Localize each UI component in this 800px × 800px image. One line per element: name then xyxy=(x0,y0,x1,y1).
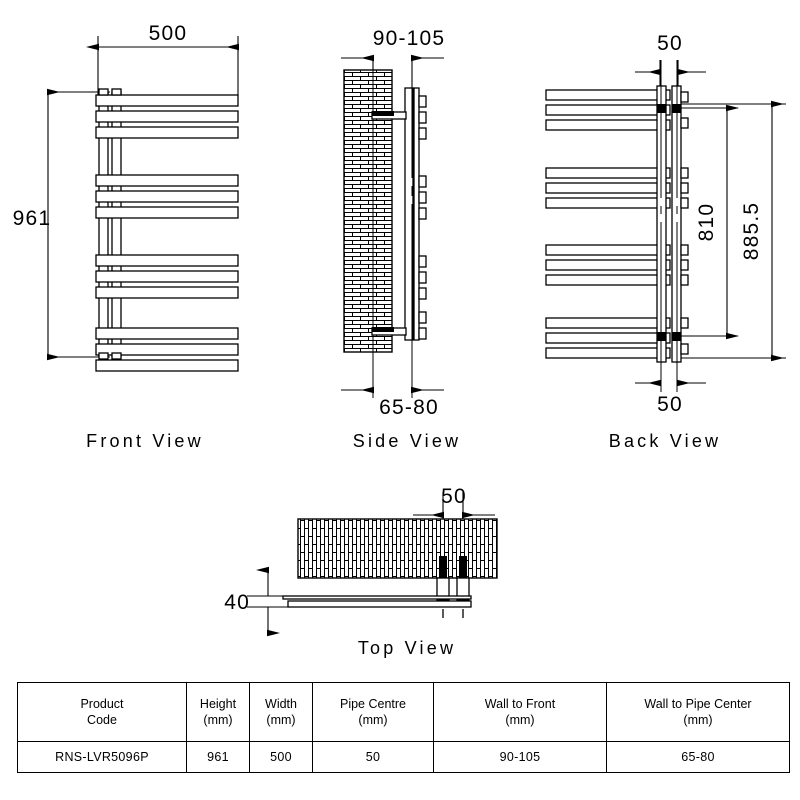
spec-table-header-row: Product Code Height (mm) Width (mm) Pipe… xyxy=(17,682,790,742)
back-pipe-centre-top-dimension xyxy=(635,60,706,110)
front-width-dim-label: 500 xyxy=(149,22,188,45)
back-bracket-span-dimension xyxy=(681,104,739,340)
side-mounting-brackets xyxy=(371,111,407,336)
back-pipe-centre-bottom-dim-label: 50 xyxy=(657,393,683,416)
front-view-label: Front View xyxy=(86,431,204,451)
top-view-group: 50 xyxy=(224,485,498,658)
cell-pipe-centre: 50 xyxy=(312,741,434,773)
top-depth-dimension xyxy=(247,566,290,637)
table-row: RNS-LVR5096P 961 500 50 90-105 65-80 xyxy=(17,741,790,773)
back-view-group: 50 xyxy=(545,32,786,451)
column-header-wall-to-pipe-center: Wall to Pipe Center (mm) xyxy=(606,682,790,742)
cell-height: 961 xyxy=(186,741,250,773)
side-bar-stubs xyxy=(418,95,427,340)
column-header-width: Width (mm) xyxy=(249,682,313,742)
cell-wall-to-front: 90-105 xyxy=(433,741,607,773)
back-overall-span-dimension xyxy=(681,100,786,362)
cell-product-code: RNS-LVR5096P xyxy=(17,741,187,773)
side-wall-to-pipe-dim-label: 65-80 xyxy=(379,396,439,419)
cell-wall-to-pipe-center: 65-80 xyxy=(606,741,790,773)
front-collector-caps xyxy=(98,88,122,360)
back-centre-lines xyxy=(660,60,678,392)
column-header-wall-to-front: Wall to Front (mm) xyxy=(433,682,607,742)
top-pipe-drops xyxy=(436,556,470,601)
spec-table-head: Product Code Height (mm) Width (mm) Pipe… xyxy=(17,682,790,742)
back-bar-stubs xyxy=(680,91,689,355)
side-wall-to-front-dim-label: 90-105 xyxy=(373,27,446,50)
top-radiator-profile xyxy=(282,595,472,608)
back-bracket-span-dim-label: 810 xyxy=(695,203,718,242)
back-overall-span-dim-label: 885.5 xyxy=(740,202,763,261)
column-header-height: Height (mm) xyxy=(186,682,250,742)
side-view-label: Side View xyxy=(353,431,462,451)
front-view-group: 500 961 xyxy=(13,22,239,451)
back-view-label: Back View xyxy=(609,431,722,451)
column-header-pipe-centre: Pipe Centre (mm) xyxy=(312,682,434,742)
column-header-product-code: Product Code xyxy=(17,682,187,742)
top-pipe-centre-dim-label: 50 xyxy=(441,485,467,508)
cell-width: 500 xyxy=(249,741,313,773)
top-view-label: Top View xyxy=(358,638,456,658)
front-width-dimension xyxy=(86,36,239,96)
top-wall-hatch xyxy=(297,518,498,579)
front-bars xyxy=(95,94,239,372)
front-height-dim-label: 961 xyxy=(13,207,52,230)
back-pipe-centre-top-dim-label: 50 xyxy=(657,32,683,55)
top-depth-dim-label: 40 xyxy=(224,591,250,614)
top-pipe-tails xyxy=(442,609,464,618)
side-view-group: 90-105 xyxy=(341,27,462,451)
spec-table: Product Code Height (mm) Width (mm) Pipe… xyxy=(17,682,790,773)
back-mounting-blocks xyxy=(657,104,681,341)
back-bars xyxy=(545,89,671,359)
spec-table-container: Product Code Height (mm) Width (mm) Pipe… xyxy=(17,682,790,773)
spec-table-body: RNS-LVR5096P 961 500 50 90-105 65-80 xyxy=(17,741,790,773)
